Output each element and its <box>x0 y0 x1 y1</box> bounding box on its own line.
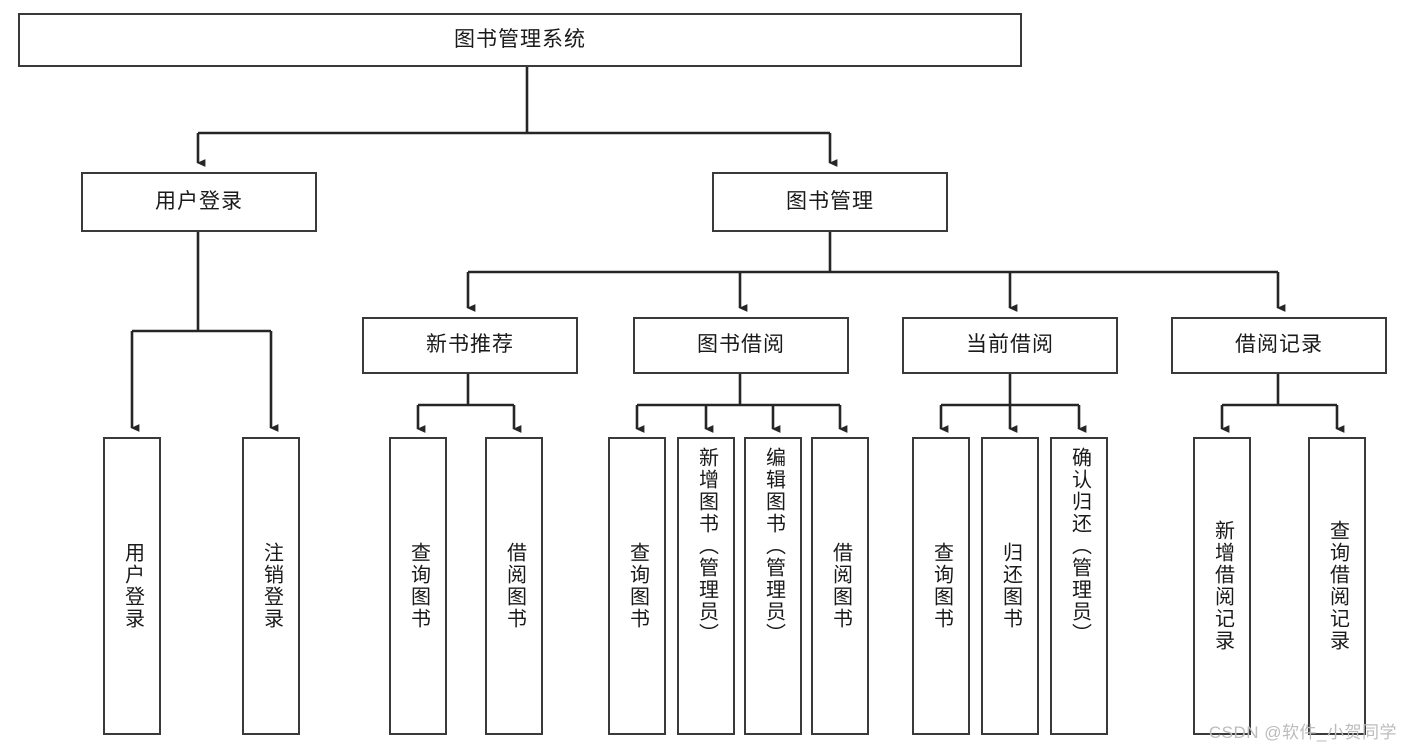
node-root-label: 图书管理系统 <box>454 27 586 51</box>
leaf-book-borrow-3[interactable]: 借阅图书 <box>811 437 869 735</box>
leaf-current-borrow-0[interactable]: 查询图书 <box>912 437 970 735</box>
node-new-book-recommend[interactable]: 新书推荐 <box>362 317 578 374</box>
leaf-new-book-1[interactable]: 借阅图书 <box>485 437 543 735</box>
node-user-login[interactable]: 用户登录 <box>81 172 317 232</box>
leaf-book-borrow-1-label: 新增图书（管理员） <box>695 447 718 645</box>
leaf-current-borrow-2[interactable]: 确认归还（管理员） <box>1050 437 1108 735</box>
node-book-borrow[interactable]: 图书借阅 <box>633 317 849 374</box>
leaf-book-borrow-0[interactable]: 查询图书 <box>608 437 666 735</box>
leaf-user-login-0[interactable]: 用户登录 <box>103 437 161 735</box>
leaf-user-login-1-label: 注销登录 <box>260 542 283 630</box>
node-book-manage-label: 图书管理 <box>786 189 874 213</box>
leaf-borrow-record-0-label: 新增借阅记录 <box>1211 520 1234 652</box>
leaf-book-borrow-2[interactable]: 编辑图书（管理员） <box>744 437 802 735</box>
leaf-borrow-record-1[interactable]: 查询借阅记录 <box>1308 437 1366 735</box>
leaf-new-book-0[interactable]: 查询图书 <box>389 437 447 735</box>
leaf-book-borrow-0-label: 查询图书 <box>626 542 649 630</box>
leaf-current-borrow-0-label: 查询图书 <box>930 542 953 630</box>
leaf-user-login-1[interactable]: 注销登录 <box>242 437 300 735</box>
leaf-book-borrow-2-label: 编辑图书（管理员） <box>762 447 785 645</box>
node-book-borrow-label: 图书借阅 <box>697 333 785 357</box>
node-borrow-record[interactable]: 借阅记录 <box>1171 317 1387 374</box>
leaf-book-borrow-3-label: 借阅图书 <box>829 542 852 630</box>
leaf-current-borrow-2-label: 确认归还（管理员） <box>1068 447 1091 645</box>
node-new-book-recommend-label: 新书推荐 <box>426 333 514 357</box>
leaf-new-book-1-label: 借阅图书 <box>503 542 526 630</box>
node-book-manage[interactable]: 图书管理 <box>712 172 948 232</box>
leaf-current-borrow-1[interactable]: 归还图书 <box>981 437 1039 735</box>
node-current-borrow[interactable]: 当前借阅 <box>902 317 1118 374</box>
leaf-new-book-0-label: 查询图书 <box>407 542 430 630</box>
leaf-current-borrow-1-label: 归还图书 <box>999 542 1022 630</box>
node-borrow-record-label: 借阅记录 <box>1235 333 1323 357</box>
node-current-borrow-label: 当前借阅 <box>966 333 1054 357</box>
node-root[interactable]: 图书管理系统 <box>18 13 1022 67</box>
leaf-book-borrow-1[interactable]: 新增图书（管理员） <box>677 437 735 735</box>
node-user-login-label: 用户登录 <box>155 189 243 213</box>
leaf-user-login-0-label: 用户登录 <box>121 542 144 630</box>
leaf-borrow-record-0[interactable]: 新增借阅记录 <box>1193 437 1251 735</box>
leaf-borrow-record-1-label: 查询借阅记录 <box>1326 520 1349 652</box>
